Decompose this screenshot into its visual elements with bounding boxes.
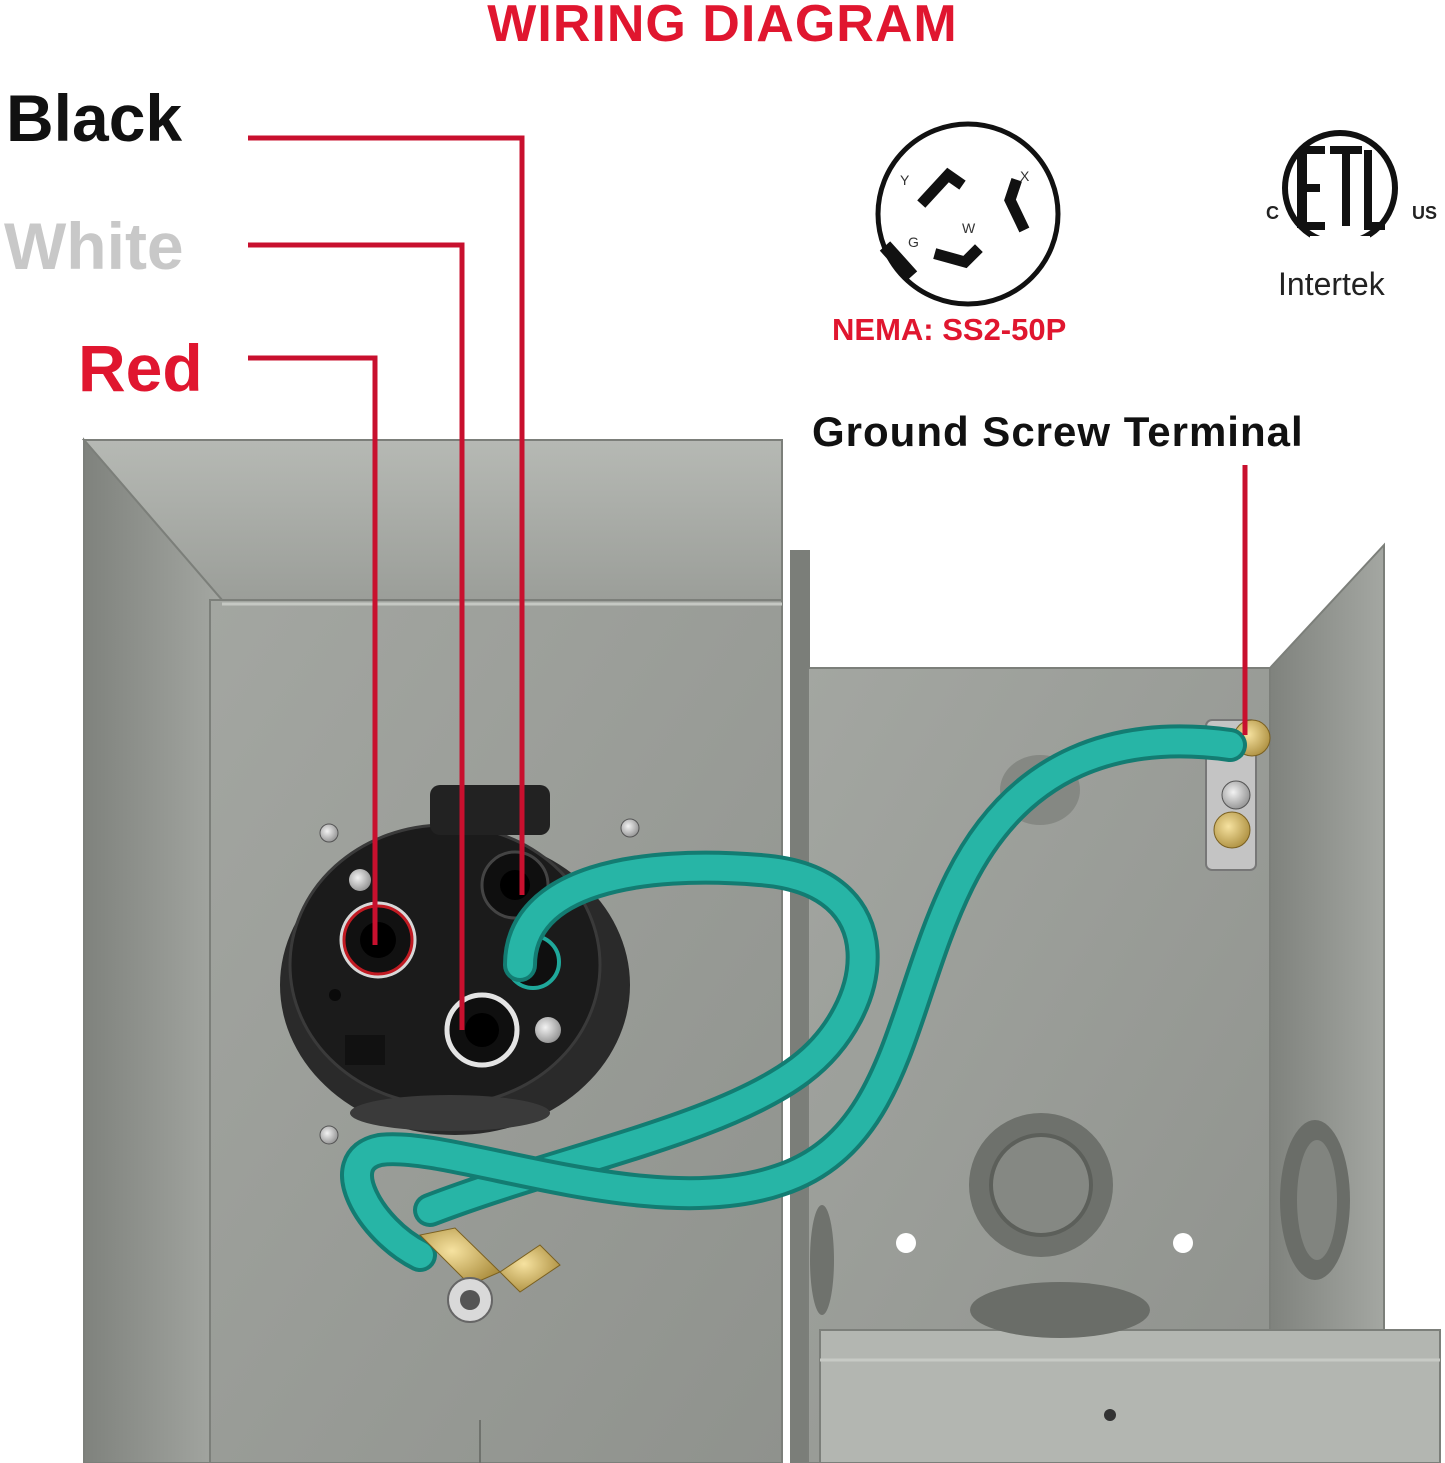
nema-pin-y-label: Y xyxy=(900,172,910,188)
ring-lugs xyxy=(418,1227,561,1323)
nema-pin-g-label: G xyxy=(908,234,919,250)
nema-pin-w-label: W xyxy=(962,220,976,236)
wire-label-white: White xyxy=(4,209,184,283)
receptacle-contacts xyxy=(339,850,561,1068)
callout-line-white xyxy=(248,242,465,1030)
knockout-fittings xyxy=(810,1113,1350,1338)
etl-c-mark: C xyxy=(1266,203,1279,223)
wire-label-black: Black xyxy=(6,81,183,155)
callout-line-red xyxy=(248,355,378,945)
diagram-title: WIRING DIAGRAM xyxy=(487,0,958,53)
etl-us-mark: US xyxy=(1412,203,1438,223)
callout-line-black xyxy=(248,135,525,895)
nema-plug-face-icon xyxy=(875,121,1061,307)
callout-lines xyxy=(248,135,1248,1030)
ground-screw-terminal-label: Ground Screw Terminal xyxy=(812,408,1304,455)
intertek-brand-label: Intertek xyxy=(1278,266,1385,302)
green-ground-wire xyxy=(340,724,1247,1272)
nema-rating-label: NEMA: SS2-50P xyxy=(832,312,1067,347)
etl-listed-mark-icon xyxy=(1282,130,1398,246)
wire-label-red: Red xyxy=(78,331,203,405)
nema-pin-x-label: X xyxy=(1020,168,1030,184)
